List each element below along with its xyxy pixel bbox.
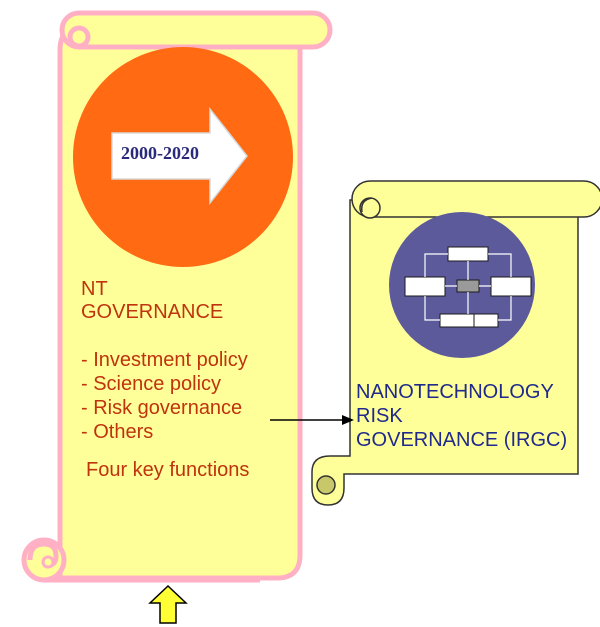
flow-box-bottom-left: [439, 313, 475, 328]
flow-box-left: [404, 276, 446, 297]
right-line2: RISK: [356, 405, 403, 427]
right-scroll-top-roll: [351, 180, 600, 218]
flow-connectors: [424, 253, 512, 321]
right-scroll-bottom-curl: [316, 475, 336, 495]
caption: Four key functions: [86, 459, 250, 481]
right-scroll-top-curl: [359, 197, 381, 219]
flow-box-bottom-right: [473, 313, 499, 328]
function-item: - Investment policy: [81, 349, 248, 371]
flow-diagram-icon: [404, 246, 532, 328]
left-scroll-bottom-curl-dot: [41, 555, 55, 569]
left-scroll-top-roll: [59, 10, 333, 50]
connector-arrowhead: [342, 415, 354, 425]
left-heading-line2: GOVERNANCE: [81, 301, 224, 323]
up-arrow-icon: [148, 584, 188, 624]
left-scroll-top-curl: [67, 25, 91, 49]
flow-box-center: [456, 279, 480, 293]
flow-box-right: [490, 276, 532, 297]
function-item: - Risk governance: [81, 397, 243, 419]
right-arrow-icon: [111, 106, 248, 206]
right-scroll-top-curl-line: [360, 197, 373, 213]
function-item: - Science policy: [81, 373, 222, 395]
flow-box-top: [447, 246, 489, 262]
arrow-label: 2000-2020: [121, 143, 199, 163]
left-heading-line1: NT: [81, 278, 108, 300]
right-line3: GOVERNANCE (IRGC): [356, 429, 568, 451]
right-line1: NANOTECHNOLOGY: [356, 381, 554, 403]
function-item: - Others: [81, 421, 154, 443]
